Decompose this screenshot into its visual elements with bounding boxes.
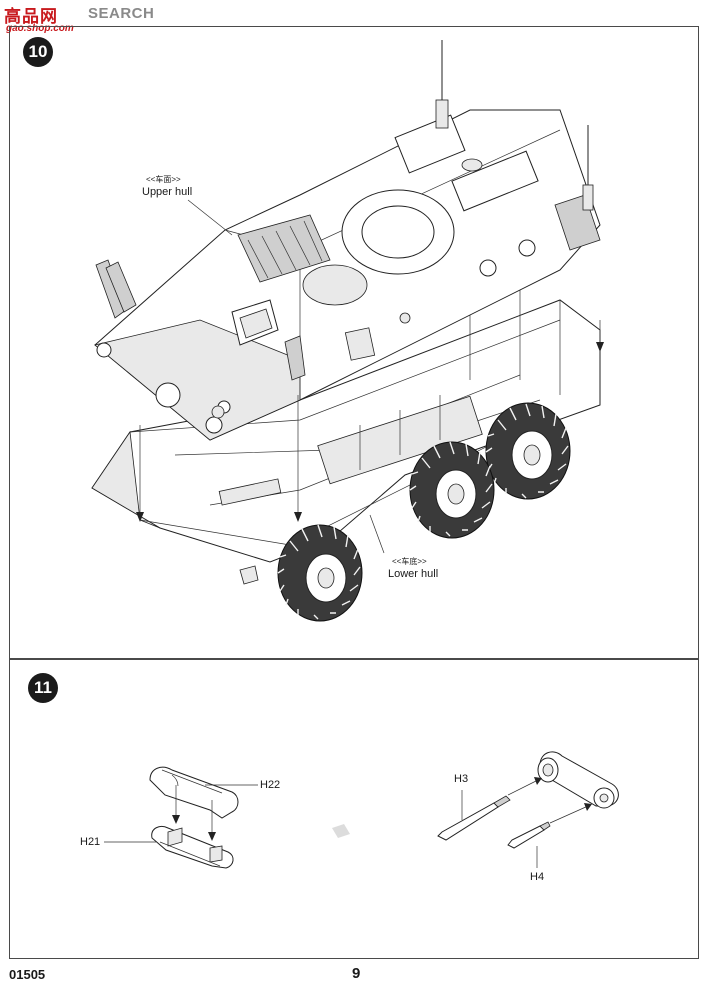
front-wheel [277,524,363,622]
part-h3-drawing [437,795,511,841]
h4-label: H4 [530,871,545,883]
step-11-panel [9,659,699,959]
part-h4-drawing [507,821,551,849]
watermark-logo: 高品网 SEARCH gao.shop.com [4,2,174,42]
upper-hull-label-cn: <<车面>> [146,175,181,184]
h3-label: H3 [454,773,469,785]
h21-label: H21 [80,836,101,848]
h4-arrow-head [584,803,592,811]
step-10-panel [9,26,699,659]
assembly-arrows [136,320,604,522]
h4-arrow [549,805,589,824]
part-hull-bracket-drawing [537,751,619,809]
rear-wheel [485,402,571,500]
upper-hull-drawing [94,40,601,441]
lower-hull-label: Lower hull [388,568,439,580]
kit-number: 01505 [9,967,46,982]
step-11-badge: 11 [28,673,58,703]
lower-hull-drawing [91,290,601,563]
middle-wheel [409,441,495,539]
page-number: 9 [352,965,361,982]
h3-arrow-head [534,777,542,785]
part-h22-drawing [149,766,239,819]
upper-hull-label: Upper hull [142,186,193,198]
h22-arrow-right-head [208,832,216,841]
upper-hull-leader-line [187,199,233,236]
lower-hull-label-cn: <<车底>> [392,557,427,566]
h22-label: H22 [260,779,281,791]
part-h21-drawing [151,825,234,869]
step-10-vehicle-diagram [91,40,604,622]
h3-arrow [507,779,539,796]
watermark-url-text: gao.shop.com [6,23,74,34]
lower-hull-leader-line [369,514,385,554]
watermark-search-text: SEARCH [88,5,155,22]
scan-mark [332,824,350,838]
wheels [239,402,571,622]
h22-arrow-left-head [172,815,180,824]
watermark-logo-text: 高品网 [4,7,58,26]
step-10-badge: 10 [23,37,53,67]
